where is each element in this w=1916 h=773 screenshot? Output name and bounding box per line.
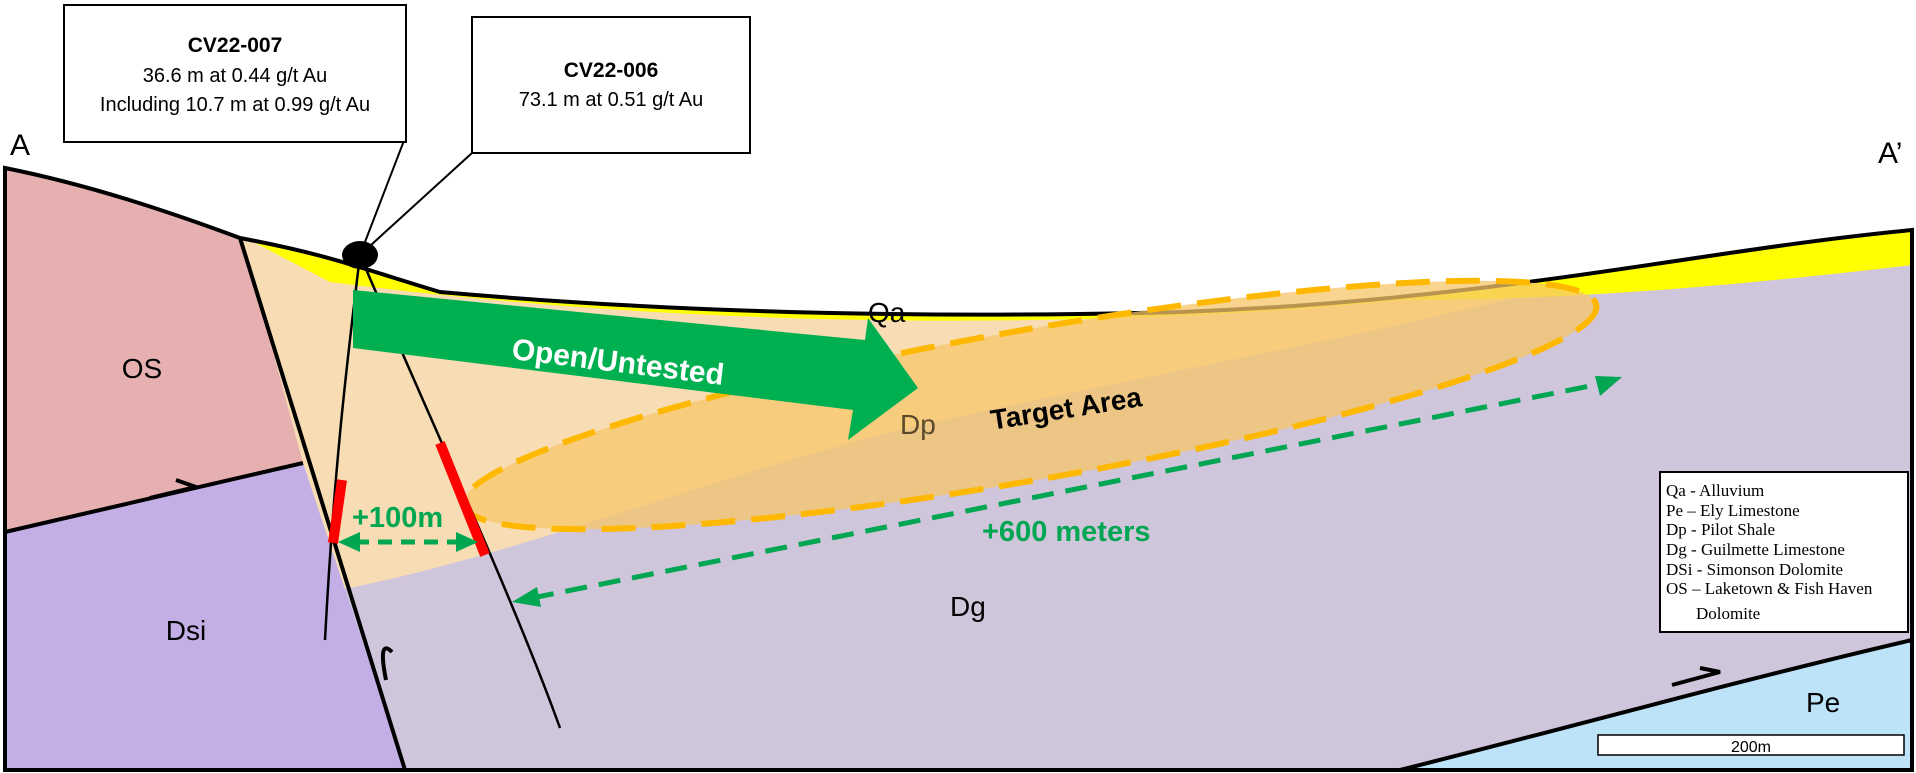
callout-cv22-007-line2: Including 10.7 m at 0.99 g/t Au (100, 94, 370, 116)
unit-label-os: OS (122, 353, 162, 384)
legend-item-os: OS – Laketown & Fish Haven (1666, 579, 1873, 598)
dimension-600m-arrowhead-right (1595, 376, 1622, 396)
open-untested-arrow (353, 290, 918, 440)
unit-os-area (5, 168, 303, 532)
dimension-600m-line (531, 382, 1596, 601)
section-end-a-prime: A’ (1878, 137, 1902, 170)
legend-item-qa: Qa - Alluvium (1666, 481, 1764, 500)
callout-box-cv22-007 (63, 4, 407, 143)
unit-label-dsi: Dsi (166, 615, 206, 646)
fault-arrow-left (149, 478, 204, 500)
main-fault (238, 237, 407, 771)
legend-item-pe: Pe – Ely Limestone (1666, 501, 1800, 520)
callout-leader-cv22-006 (359, 152, 473, 256)
dimension-100m-arrowhead-right (456, 532, 478, 552)
legend-item-dsi: DSi - Simonson Dolomite (1666, 560, 1843, 579)
pe-contact (1399, 638, 1913, 772)
legend-box (1659, 471, 1909, 633)
mineralized-interval-cv22-007 (328, 479, 347, 544)
callout-cv22-007-title: CV22-007 (188, 34, 283, 57)
fault-arrow-middle (380, 646, 394, 681)
callout-cv22-006-title: CV22-006 (564, 59, 659, 82)
dimension-600m-arrowhead-left (512, 587, 541, 607)
mineralized-interval-cv22-006 (435, 441, 490, 557)
legend-item-dg: Dg - Guilmette Limestone (1666, 540, 1845, 559)
scale-bar (1597, 734, 1905, 756)
fault-arrow-right (1671, 666, 1721, 687)
legend-item-dp: Dp - Pilot Shale (1666, 520, 1775, 539)
callout-cv22-007-line1: 36.6 m at 0.44 g/t Au (143, 65, 328, 87)
unit-label-dg: Dg (950, 591, 986, 622)
dimension-100m-arrowhead-left (338, 532, 360, 552)
unit-label-pe: Pe (1806, 687, 1840, 718)
scale-bar-label: 200m (1731, 739, 1771, 756)
unit-dsi-area (5, 463, 405, 770)
callout-box-cv22-006 (471, 16, 751, 154)
callout-cv22-006-line1: 73.1 m at 0.51 g/t Au (519, 89, 704, 111)
dimension-600m-label: +600 meters (982, 516, 1151, 548)
dimension-100m-label: +100m (352, 502, 443, 534)
callout-leader-cv22-007 (359, 137, 406, 256)
section-outline (3, 165, 1914, 772)
unit-label-qa: Qa (868, 297, 906, 328)
legend-item-os-continued: Dolomite (1696, 604, 1760, 623)
unit-label-dp: Dp (900, 409, 936, 440)
section-end-a: A (10, 129, 30, 162)
